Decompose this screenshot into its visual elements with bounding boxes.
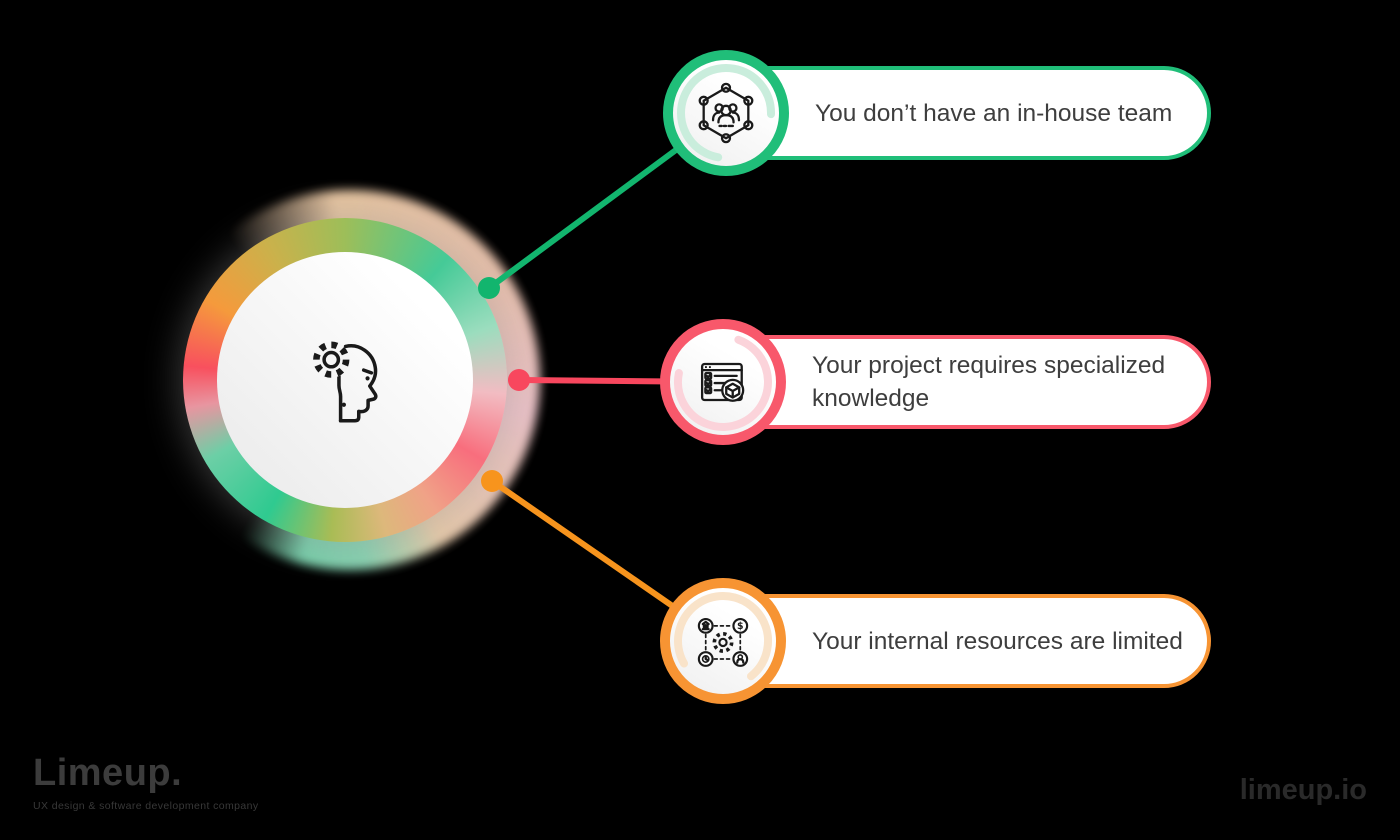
head-gear-icon — [313, 341, 378, 423]
brand-watermark: limeup.io — [1239, 774, 1367, 806]
badge-arc — [674, 592, 772, 690]
callout-resources-pill: Your internal resources are limited — [702, 594, 1211, 688]
brand-logo: Limeup. — [33, 752, 183, 794]
hub-inner-circle — [217, 252, 473, 508]
callout-knowledge-label: Your project requires specialized knowle… — [812, 352, 1166, 412]
checklist-cube-icon — [700, 362, 745, 402]
callout-team-badge — [663, 50, 789, 176]
callout-knowledge-pill: Your project requires specialized knowle… — [702, 335, 1211, 429]
callout-team-label: You don’t have an in-house team — [815, 99, 1173, 127]
svg-text:$: $ — [737, 621, 744, 632]
connector-dot-resources — [481, 470, 503, 492]
badge-arc — [677, 64, 776, 162]
resources-gear-icon: $ — [697, 617, 749, 667]
callout-knowledge-badge — [660, 319, 786, 445]
connector-dot-team — [478, 277, 500, 299]
callout-resources-label: Your internal resources are limited — [812, 627, 1183, 655]
team-network-icon — [698, 82, 754, 144]
callout-resources-badge: $ — [660, 578, 786, 704]
callout-team-pill: You don’t have an in-house team — [705, 66, 1211, 160]
brand-tagline: UX design & software development company — [33, 800, 259, 812]
connector-dot-knowledge — [508, 369, 530, 391]
badge-arc — [674, 333, 772, 431]
logo-block: Limeup. UX design & software development… — [33, 752, 259, 812]
